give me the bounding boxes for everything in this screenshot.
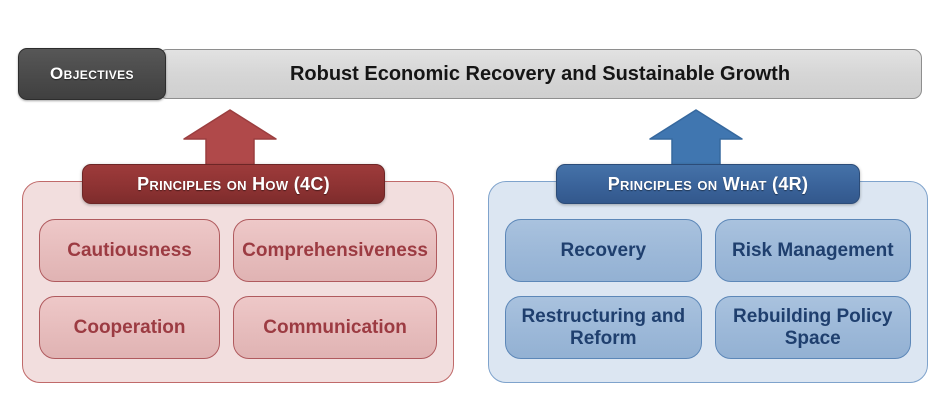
pillar-cell-restructuring-and-reform[interactable]: Restructuring and Reform — [505, 296, 702, 359]
objectives-statement: Robust Economic Recovery and Sustainable… — [289, 62, 791, 85]
pillar-cell-cooperation[interactable]: Cooperation — [39, 296, 221, 359]
pillar-tab-4c[interactable]: Principles on How (4C) — [82, 164, 385, 204]
objectives-tag: Objectives — [18, 48, 166, 100]
objectives-row: Objectives Robust Economic Recovery and … — [18, 48, 922, 100]
arrow-up-icon-left — [183, 109, 277, 169]
pillar-cell-risk-management[interactable]: Risk Management — [714, 219, 911, 282]
arrow-up-icon-right — [649, 109, 743, 169]
pillar-cell-recovery[interactable]: Recovery — [505, 219, 702, 282]
objectives-banner: Robust Economic Recovery and Sustainable… — [158, 49, 922, 99]
pillar-cell-cautiousness[interactable]: Cautiousness — [39, 219, 221, 282]
pillar-tab-4c-label: Principles on How (4C) — [137, 173, 330, 194]
pillar-tab-4r[interactable]: Principles on What (4R) — [556, 164, 860, 204]
pillar-tab-4r-label: Principles on What (4R) — [607, 173, 809, 194]
pillar-4r-cell-grid: Recovery Risk Management Restructuring a… — [505, 219, 911, 359]
objectives-tag-label: Objectives — [50, 64, 134, 83]
pillar-cell-communication[interactable]: Communication — [233, 296, 437, 359]
pillar-cell-rebuilding-policy-space[interactable]: Rebuilding Policy Space — [714, 296, 911, 359]
pillar-cell-comprehensiveness[interactable]: Comprehensiveness — [233, 219, 437, 282]
pillar-4c-cell-grid: Cautiousness Comprehensiveness Cooperati… — [39, 219, 437, 359]
pillar-panel-4r: Recovery Risk Management Restructuring a… — [488, 181, 928, 383]
pillar-panel-4c: Cautiousness Comprehensiveness Cooperati… — [22, 181, 454, 383]
